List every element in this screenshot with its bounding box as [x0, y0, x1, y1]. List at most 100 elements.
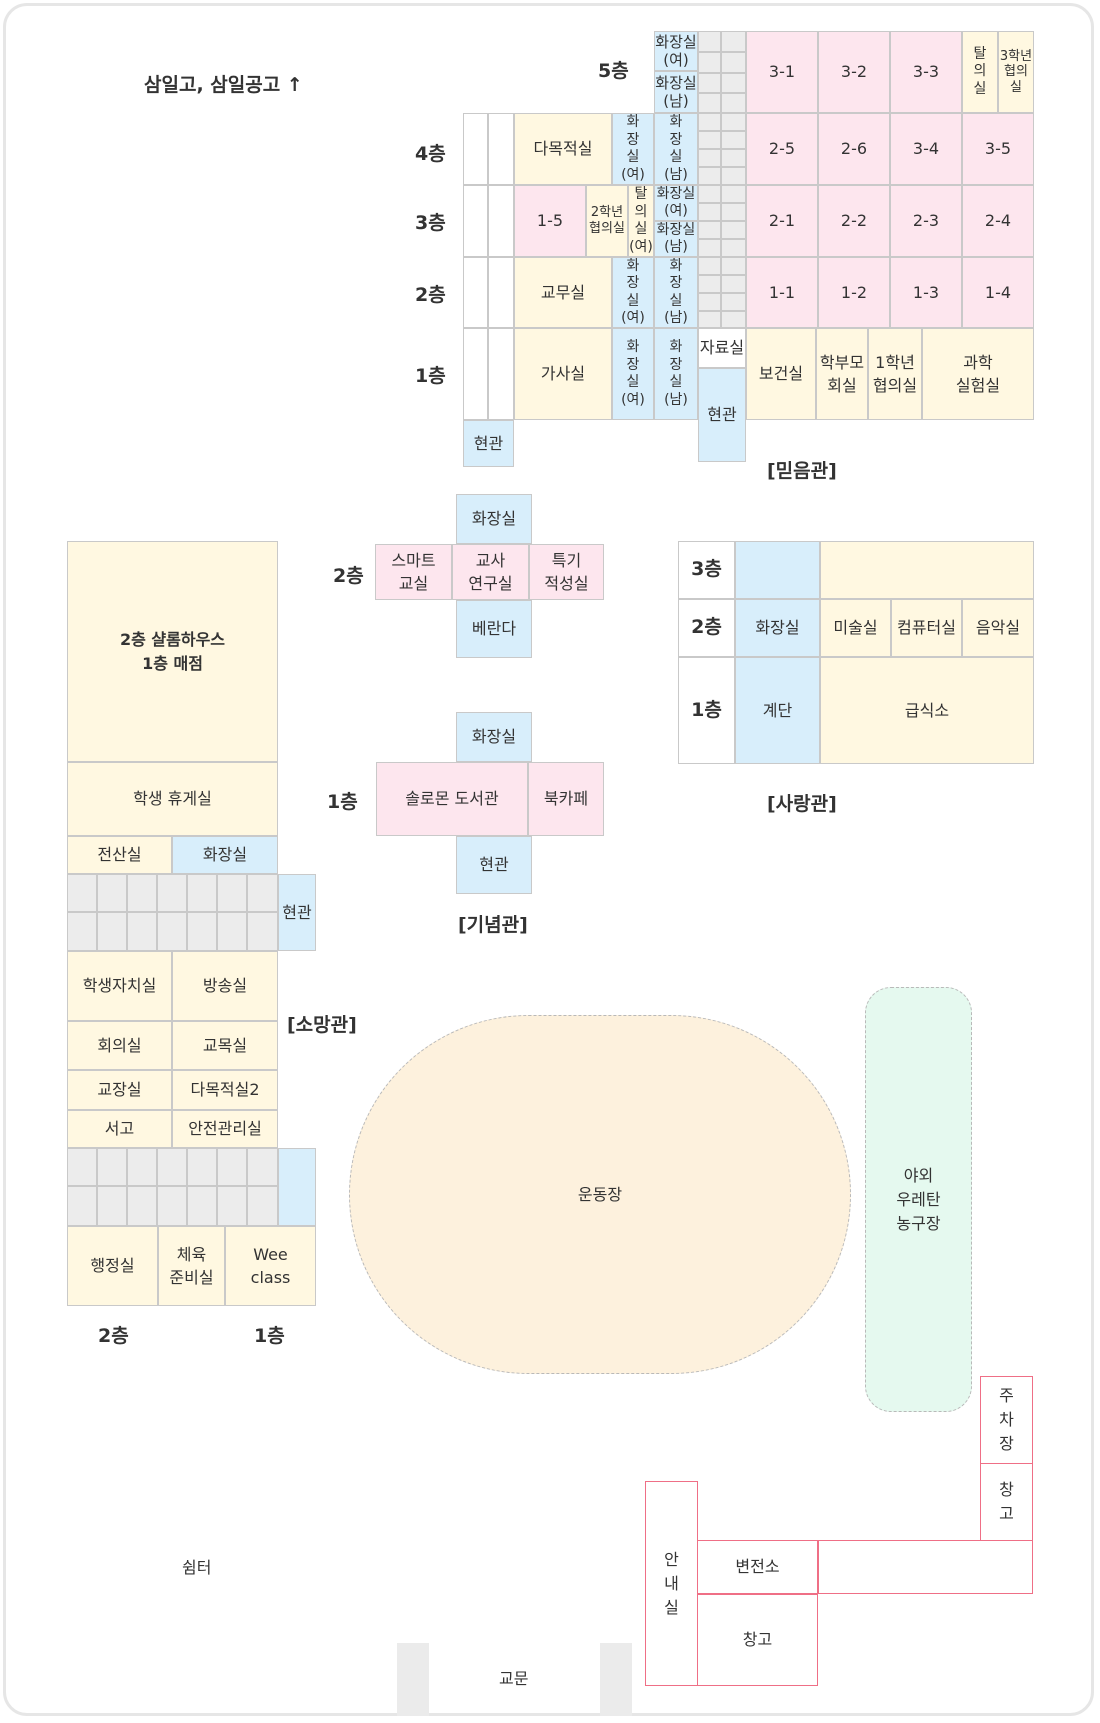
- mideum-stair-cell: [698, 149, 721, 167]
- classroom-1-5[interactable]: 1-5: [514, 185, 586, 257]
- substation[interactable]: 변전소: [697, 1540, 818, 1594]
- mideum-1f-restroom-women[interactable]: 화 장 실 (여): [612, 328, 654, 420]
- music-room[interactable]: 음악실: [962, 599, 1034, 657]
- map-title: 삼일고, 삼일공고 ↑: [144, 74, 303, 96]
- teacher-research-room[interactable]: 교사 연구실: [452, 544, 529, 600]
- classroom-2-3[interactable]: 2-3: [890, 185, 962, 257]
- student-council-room[interactable]: 학생자치실: [67, 951, 172, 1021]
- mideum-stair-cell: [698, 311, 721, 328]
- mideum-5f-restroom-women[interactable]: 화장실 (여): [654, 31, 698, 71]
- classroom-1-1[interactable]: 1-1: [746, 257, 818, 328]
- classroom-3-5[interactable]: 3-5: [962, 113, 1034, 185]
- veranda[interactable]: 베란다: [456, 600, 532, 658]
- smart-classroom[interactable]: 스마트 교실: [375, 544, 452, 600]
- information-office[interactable]: 안 내 실: [645, 1481, 698, 1686]
- mideum-floor-1: 1층: [415, 365, 446, 387]
- ginyeom-1f-restroom[interactable]: 화장실: [456, 712, 532, 762]
- outdoor-strip: [818, 1540, 1033, 1594]
- multipurpose-room-2[interactable]: 다목적실2: [172, 1070, 278, 1110]
- somang-entrance[interactable]: 현관: [278, 874, 316, 951]
- mideum-stair-cell: [698, 257, 721, 275]
- school-gate[interactable]: 교문: [499, 1669, 529, 1688]
- somang-stair-cell: [67, 912, 97, 951]
- classroom-2-5[interactable]: 2-5: [746, 113, 818, 185]
- multipurpose-room[interactable]: 다목적실: [514, 113, 612, 185]
- nurse-office[interactable]: 보건실: [746, 328, 816, 420]
- mideum-stair-cell: [698, 93, 721, 113]
- classroom-3-3[interactable]: 3-3: [890, 31, 962, 113]
- classroom-1-2[interactable]: 1-2: [818, 257, 890, 328]
- sports-field[interactable]: 운동장: [349, 1015, 851, 1374]
- grade3-meeting-room[interactable]: 3학년 협의실: [998, 31, 1034, 113]
- mideum-stair-cell: [698, 113, 721, 131]
- shelter[interactable]: 쉼터: [182, 1558, 212, 1577]
- mideum-2f-restroom-women[interactable]: 화 장 실 (여): [612, 257, 654, 328]
- mideum-4f-restroom-men[interactable]: 화 장 실 (남): [654, 113, 698, 185]
- grade2-meeting-room[interactable]: 2학년 협의실: [586, 185, 628, 257]
- classroom-2-1[interactable]: 2-1: [746, 185, 818, 257]
- ginyeom-entrance[interactable]: 현관: [456, 836, 532, 894]
- storage-east[interactable]: 창 고: [980, 1463, 1033, 1541]
- home-economics-room[interactable]: 가사실: [514, 328, 612, 420]
- book-cafe[interactable]: 북카페: [528, 762, 604, 836]
- basketball-court[interactable]: 야외 우레탄 농구장: [865, 987, 972, 1412]
- broadcast-room[interactable]: 방송실: [172, 951, 278, 1021]
- meeting-room[interactable]: 회의실: [67, 1021, 172, 1070]
- mideum-stair-cell: [698, 167, 721, 185]
- somang-stair-cell: [157, 1186, 187, 1226]
- mideum-4f-restroom-women[interactable]: 화 장 실 (여): [612, 113, 654, 185]
- resource-room[interactable]: 자료실: [698, 328, 746, 368]
- classroom-2-4[interactable]: 2-4: [962, 185, 1034, 257]
- student-lounge[interactable]: 학생 휴게실: [67, 762, 278, 836]
- classroom-2-6[interactable]: 2-6: [818, 113, 890, 185]
- mideum-5f-changing-room[interactable]: 탈 의 실: [962, 31, 998, 113]
- archive-room[interactable]: 서고: [67, 1110, 172, 1148]
- mideum-5f-restroom-men[interactable]: 화장실 (남): [654, 71, 698, 113]
- solomon-library[interactable]: 솔로몬 도서관: [376, 762, 528, 836]
- mideum-3f-restroom-men[interactable]: 화장실 (남): [654, 221, 698, 257]
- classroom-2-2[interactable]: 2-2: [818, 185, 890, 257]
- gate-post-right: [600, 1643, 632, 1716]
- mideum-2f-restroom-men[interactable]: 화 장 실 (남): [654, 257, 698, 328]
- pe-prep-room[interactable]: 체육 준비실: [158, 1226, 225, 1306]
- aptitude-room[interactable]: 특기 적성실: [529, 544, 604, 600]
- parking-lot[interactable]: 주 차 장: [980, 1376, 1033, 1464]
- cafeteria[interactable]: 급식소: [820, 657, 1034, 764]
- safety-management-room[interactable]: 안전관리실: [172, 1110, 278, 1148]
- mideum-stair-cell: [698, 52, 721, 73]
- classroom-3-4[interactable]: 3-4: [890, 113, 962, 185]
- art-room[interactable]: 미술실: [820, 599, 891, 657]
- wee-class[interactable]: Wee class: [225, 1226, 316, 1306]
- chaplain-room[interactable]: 교목실: [172, 1021, 278, 1070]
- somang-east-hall: [278, 1148, 316, 1226]
- sarang-restroom[interactable]: 화장실: [735, 599, 820, 657]
- parents-room[interactable]: 학부모 회실: [816, 328, 868, 420]
- mideum-entrance-east[interactable]: 현관: [698, 368, 746, 462]
- ginyeom-2f-restroom[interactable]: 화장실: [456, 494, 532, 544]
- computer-room[interactable]: 컴퓨터실: [891, 599, 962, 657]
- mideum-stair-cell: [698, 203, 721, 221]
- classroom-1-4[interactable]: 1-4: [962, 257, 1034, 328]
- computer-lab[interactable]: 전산실: [67, 836, 172, 874]
- classroom-3-1[interactable]: 3-1: [746, 31, 818, 113]
- science-lab[interactable]: 과학 실험실: [922, 328, 1034, 420]
- mideum-1f-restroom-men[interactable]: 화 장 실 (남): [654, 328, 698, 420]
- mideum-entrance-west[interactable]: 현관: [463, 420, 514, 467]
- mideum-3f-restroom-women[interactable]: 화장실 (여): [654, 185, 698, 221]
- classroom-3-2[interactable]: 3-2: [818, 31, 890, 113]
- sarang-stairs[interactable]: 계단: [735, 657, 820, 764]
- storage-south[interactable]: 창고: [697, 1594, 818, 1686]
- somang-restroom[interactable]: 화장실: [172, 836, 278, 874]
- somang-stair-cell: [157, 912, 187, 951]
- mideum-3f-changing-room-women[interactable]: 탈 의 실 (여): [628, 185, 654, 257]
- administration-office[interactable]: 행정실: [67, 1226, 158, 1306]
- somang-stair-cell: [187, 874, 217, 912]
- principal-office[interactable]: 교장실: [67, 1070, 172, 1110]
- mideum-stair-cell: [698, 73, 721, 93]
- classroom-1-3[interactable]: 1-3: [890, 257, 962, 328]
- mideum-stair-cell: [698, 31, 721, 52]
- shalom-house-store[interactable]: 2층 샬롬하우스 1층 매점: [67, 541, 278, 762]
- grade1-meeting-room[interactable]: 1학년 협의실: [868, 328, 922, 420]
- teachers-office[interactable]: 교무실: [514, 257, 612, 328]
